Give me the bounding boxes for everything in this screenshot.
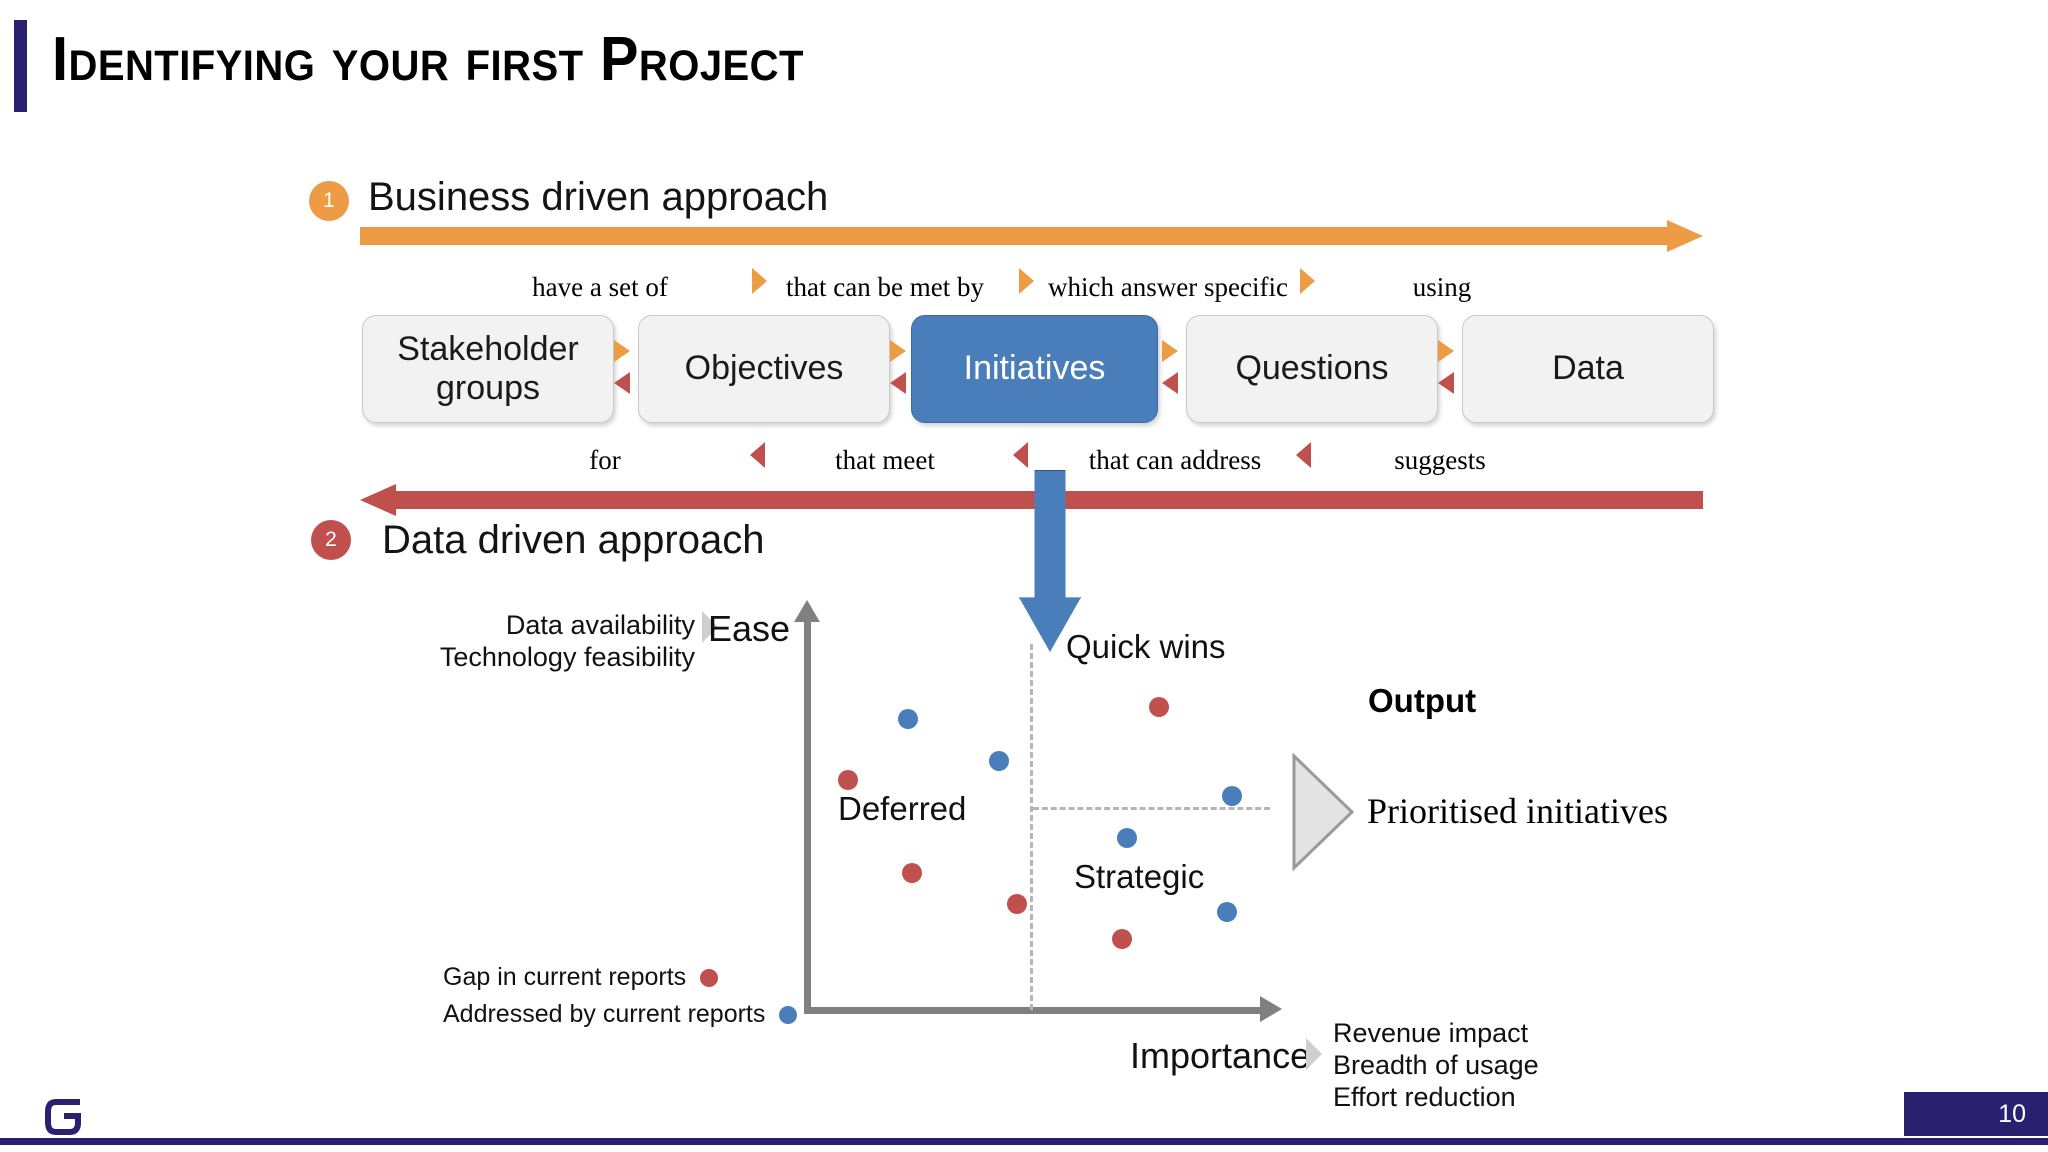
scatter-point-1-0 — [897, 708, 918, 729]
scatter-point-1-3 — [1116, 828, 1137, 849]
mini-arrow-backward-2 — [890, 372, 906, 394]
page-number-badge: 10 — [1904, 1092, 2048, 1136]
section-title-data: Data driven approach — [382, 518, 765, 562]
scatter-point-1-4 — [1216, 901, 1237, 922]
mini-arrow-backward-4 — [1438, 372, 1454, 394]
business-flow-arrow — [360, 220, 1703, 252]
chevron-right-icon-y-axis — [702, 611, 718, 643]
chart-y-axis-arrowhead — [794, 600, 820, 622]
mini-arrow-forward-1 — [614, 340, 630, 362]
chart-x-axis-arrowhead — [1260, 996, 1282, 1022]
scatter-point-0-3 — [1007, 893, 1028, 914]
x-axis-driver-2: Effort reduction — [1333, 1081, 1516, 1112]
chart-x-axis — [804, 1007, 1270, 1014]
legend-item-addressed: Addressed by current reports — [443, 1000, 798, 1029]
legend-swatch-gap — [700, 968, 719, 987]
x-axis-drivers: Revenue impact Breadth of usage Effort r… — [1333, 1018, 1663, 1114]
chevron-right-icon-1 — [752, 268, 767, 294]
flow-box-objectives[interactable]: Objectives — [638, 315, 890, 423]
scatter-point-0-0 — [838, 770, 859, 791]
prioritisation-scatter-chart: Deferred Quick wins Strategic — [790, 600, 1290, 1022]
flow-box-data[interactable]: Data — [1462, 315, 1714, 423]
legend-swatch-addressed — [779, 1005, 798, 1024]
y-axis-driver-1: Technology feasibility — [439, 641, 695, 672]
quadrant-divider-horizontal — [1033, 807, 1270, 810]
mini-arrow-forward-3 — [1162, 340, 1178, 362]
page-title: Identifying your first Project — [52, 25, 804, 94]
x-axis-label: Importance — [1130, 1035, 1311, 1076]
flow-box-initiatives[interactable]: Initiatives — [911, 315, 1158, 423]
data-flow-arrow — [360, 484, 1703, 516]
chevron-right-icon-2 — [1019, 268, 1034, 294]
mini-arrow-backward-1 — [614, 372, 630, 394]
x-axis-driver-0: Revenue impact — [1333, 1018, 1529, 1048]
scatter-point-1-1 — [988, 750, 1009, 771]
output-text: Prioritised initiatives — [1367, 791, 1668, 831]
section-badge-2: 2 — [311, 520, 351, 560]
top-connector-label-2: which answer specific — [1048, 272, 1288, 302]
x-axis-driver-1: Breadth of usage — [1333, 1049, 1539, 1080]
chevron-left-icon-1 — [750, 442, 765, 468]
y-axis-driver-0: Data availability — [505, 610, 695, 640]
chevron-right-icon-x-axis — [1306, 1038, 1322, 1070]
chevron-right-icon-3 — [1300, 268, 1315, 294]
chevron-left-icon-3 — [1296, 442, 1311, 468]
title-accent-bar — [14, 20, 27, 112]
footer-rule — [0, 1138, 2048, 1145]
chevron-left-icon-2 — [1013, 442, 1028, 468]
scatter-point-0-2 — [902, 862, 923, 883]
mini-arrow-forward-2 — [890, 340, 906, 362]
legend-label-gap: Gap in current reports — [443, 963, 687, 991]
flow-box-stakeholder-groups[interactable]: Stakeholder groups — [362, 315, 614, 423]
chevron-right-icon-output — [1292, 752, 1355, 872]
top-connector-label-3: using — [1412, 272, 1472, 302]
bottom-connector-label-1: that meet — [835, 445, 935, 475]
flow-box-questions[interactable]: Questions — [1186, 315, 1438, 423]
mini-arrow-backward-3 — [1162, 372, 1178, 394]
bottom-connector-label-3: suggests — [1394, 445, 1486, 475]
y-axis-drivers: Data availability Technology feasibility — [430, 610, 695, 674]
scatter-point-0-1 — [1148, 696, 1169, 717]
output-title: Output — [1368, 682, 1477, 719]
section-badge-1: 1 — [309, 181, 349, 221]
section-title-business: Business driven approach — [368, 175, 829, 219]
scatter-point-1-2 — [1221, 785, 1242, 806]
top-connector-label-1: that can be met by — [786, 272, 984, 302]
quadrant-label-strategic: Strategic — [1074, 858, 1205, 895]
chart-y-axis — [804, 618, 811, 1014]
bottom-connector-label-2: that can address — [1088, 445, 1262, 475]
quadrant-label-quick-wins: Quick wins — [1066, 628, 1226, 665]
quadrant-divider-vertical — [1030, 644, 1033, 1010]
legend-item-gap: Gap in current reports — [443, 963, 719, 992]
bottom-connector-label-0: for — [589, 445, 621, 475]
scatter-point-0-4 — [1112, 928, 1133, 949]
top-connector-label-0: have a set of — [532, 272, 668, 302]
mini-arrow-forward-4 — [1438, 340, 1454, 362]
y-axis-label: Ease — [708, 608, 791, 649]
brand-logo-icon — [45, 1099, 81, 1135]
quadrant-label-deferred: Deferred — [838, 790, 967, 827]
legend-label-addressed: Addressed by current reports — [443, 1000, 766, 1028]
